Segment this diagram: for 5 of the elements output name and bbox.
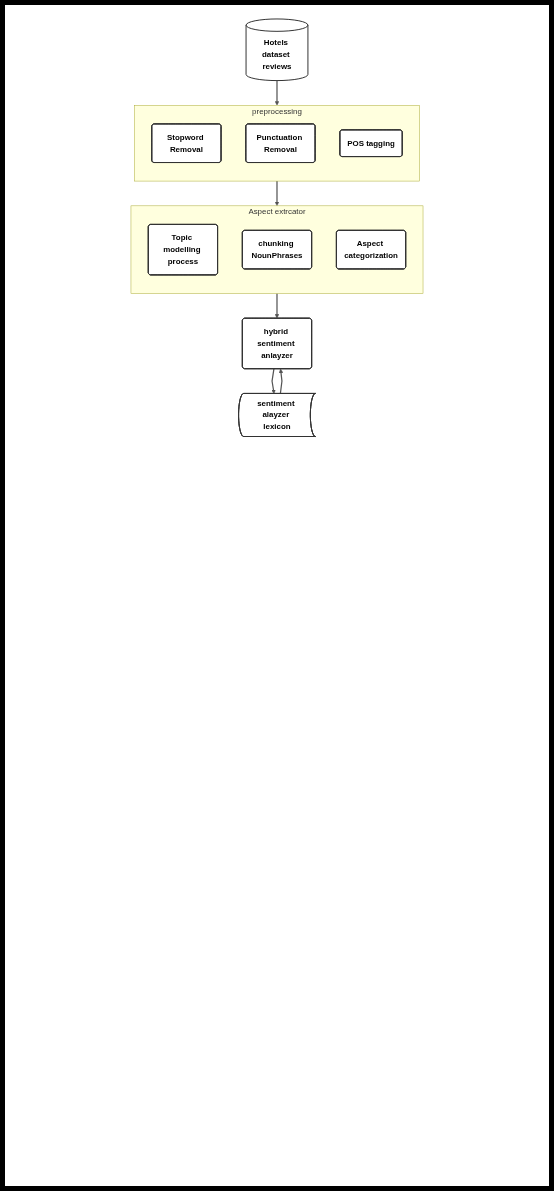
arrow xyxy=(274,180,280,207)
arrow xyxy=(274,292,280,319)
arrow xyxy=(271,368,276,394)
arrow xyxy=(274,79,280,106)
arrow xyxy=(278,368,284,395)
